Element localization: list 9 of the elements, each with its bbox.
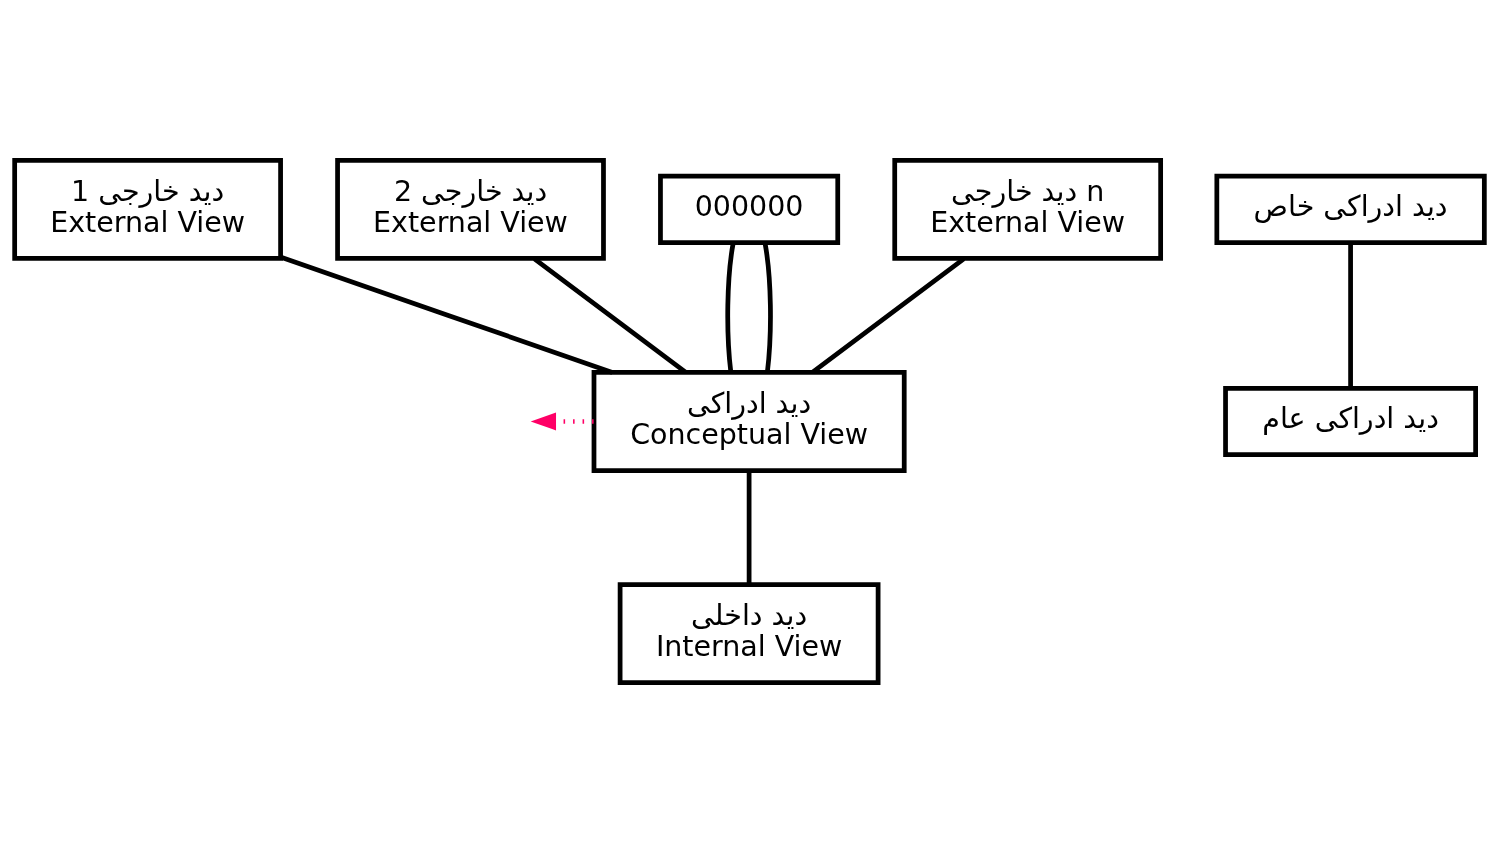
arrow (530, 412, 594, 431)
connector (762, 242, 773, 373)
node-box: دید ادراکی عام (1223, 385, 1478, 458)
connector (725, 242, 736, 373)
connector (746, 471, 752, 585)
connector (1348, 242, 1353, 388)
connector (280, 255, 614, 375)
node-box: 000000 (658, 173, 841, 245)
node-box: دید ادراکی خاص (1214, 173, 1487, 245)
